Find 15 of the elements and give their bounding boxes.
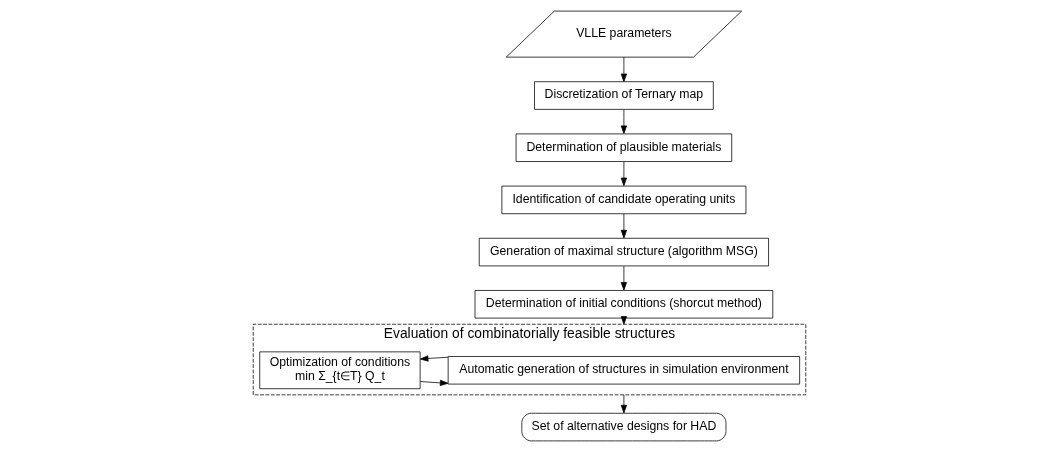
arrow — [620, 161, 627, 187]
node-box: Identification of candidate operating units — [501, 185, 747, 215]
arrow — [620, 265, 627, 291]
node-box: Determination of plausible materials — [515, 133, 733, 162]
arrow — [620, 213, 627, 239]
node-box: Discretization of Ternary map — [534, 81, 714, 110]
arrow — [620, 56, 627, 83]
node-box: Automatic generation of structures in simulation environment — [447, 356, 801, 385]
node-box: Set of alternative designs for HAD — [521, 412, 727, 442]
arrow — [620, 394, 627, 414]
arrow — [620, 109, 627, 134]
arrow — [419, 379, 449, 386]
arrow — [419, 355, 449, 362]
node-box: Generation of maximal structure (algorithm MSG) — [478, 237, 769, 267]
node-box: Optimization of conditions min Σ_{t∈T} Q_t — [259, 351, 421, 390]
